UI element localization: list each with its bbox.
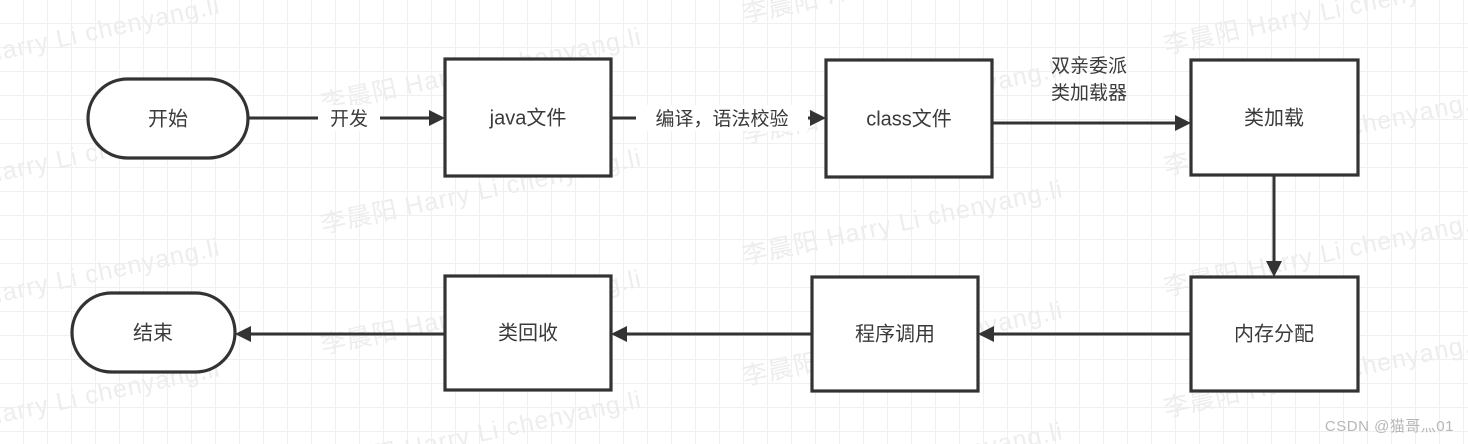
edge-class-load-to-memory — [1266, 175, 1282, 277]
edge-label-backdrop — [318, 105, 380, 131]
node-shape-rect — [824, 58, 994, 179]
node-shape-rect — [1189, 58, 1360, 177]
node-end[interactable]: 结束 — [70, 291, 237, 374]
arrow-head-icon — [978, 326, 994, 342]
node-label-class-recycle: 类回收 — [498, 321, 558, 344]
arrow-head-icon — [611, 326, 627, 342]
edge-label-kaifa: 开发 — [330, 108, 368, 130]
node-shape-rect — [443, 274, 613, 392]
node-class-file[interactable]: class文件 — [824, 58, 994, 179]
node-shape-rect — [443, 57, 613, 178]
node-label-end: 结束 — [133, 321, 173, 344]
node-shape-rect — [810, 275, 980, 393]
node-label-start: 开始 — [148, 107, 188, 130]
node-java-file[interactable]: java文件 — [443, 57, 613, 178]
edge-label-compile: 编译，语法校验 — [655, 108, 788, 130]
node-class-recycle[interactable]: 类回收 — [443, 274, 613, 392]
node-label-memory-allocation: 内存分配 — [1234, 322, 1314, 345]
node-class-load[interactable]: 类加载 — [1189, 58, 1360, 177]
node-shape-terminal — [70, 291, 237, 374]
node-shape-terminal — [86, 77, 250, 160]
edge-label-backdrop — [636, 105, 808, 131]
edge-recycle-to-end — [235, 326, 445, 342]
node-label-class-file: class文件 — [866, 107, 952, 130]
node-program-invoke[interactable]: 程序调用 — [810, 275, 980, 393]
edge-memory-to-invoke — [978, 326, 1191, 342]
node-label-class-load: 类加载 — [1244, 106, 1304, 129]
edge-class-file-to-class-load: 双亲委派 类加载器 — [992, 55, 1191, 131]
node-label-java-file: java文件 — [489, 106, 567, 129]
node-shape-rect — [1189, 275, 1360, 393]
edge-label-classloader: 类加载器 — [1051, 82, 1127, 104]
arrow-head-icon — [429, 110, 445, 126]
arrow-head-icon — [1175, 115, 1191, 131]
node-memory-allocation[interactable]: 内存分配 — [1189, 275, 1360, 393]
node-label-program-invoke: 程序调用 — [855, 322, 935, 345]
edge-java-file-to-class-file: 编译，语法校验 — [611, 105, 826, 131]
node-start[interactable]: 开始 — [86, 77, 250, 160]
edge-invoke-to-recycle — [611, 326, 812, 342]
csdn-credit: CSDN @猫哥灬01 — [1324, 418, 1454, 435]
arrow-head-icon — [810, 110, 826, 126]
edge-label-parent-delegation: 双亲委派 — [1051, 55, 1127, 77]
arrow-head-icon — [1266, 261, 1282, 277]
edge-start-to-java-file: 开发 — [248, 105, 445, 131]
arrow-head-icon — [235, 326, 251, 342]
